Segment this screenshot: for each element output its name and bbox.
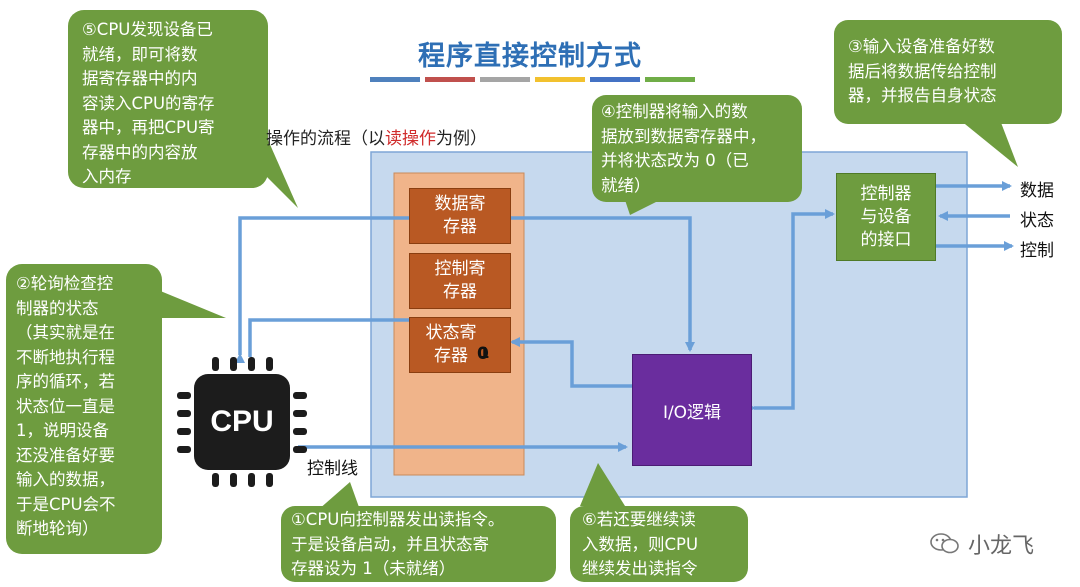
- device-interface: 控制器 与设备 的接口: [836, 173, 936, 261]
- data-register-to-io-line: [502, 213, 695, 352]
- callout-2-tail: [158, 290, 226, 318]
- callout-2-text: ②轮询检查控 制器的状态 （其实就是在 不断地执行程 序的循环，若 状态位一直是…: [16, 274, 116, 538]
- title-bar-5: [590, 77, 640, 82]
- callout-1-tail: [318, 482, 360, 510]
- diagram-title: 程序直接控制方式: [418, 41, 642, 72]
- status-register: 状态寄 存器: [409, 317, 511, 373]
- io-to-status-register-line: [510, 337, 632, 388]
- title-bar-4: [535, 77, 585, 82]
- callout-3-text: ③输入设备准备好数 据后将数据传给控制 器，并报告自身状态: [848, 37, 997, 105]
- callout-4-box: [592, 95, 802, 202]
- control-register: 控制寄 存器: [409, 253, 511, 309]
- subtitle: 操作的流程（以读操作为例）: [266, 129, 487, 149]
- callout-1-text: ①CPU向控制器发出读指令。 于是设备启动，并且状态寄 存器设为 1（未就绪）: [291, 510, 505, 578]
- watermark: 小龙飞: [930, 528, 1034, 560]
- status-register-value: 0: [477, 344, 489, 364]
- chat-bubble-icon: [930, 533, 959, 554]
- callout-3-tail: [960, 120, 1018, 167]
- data-register: 数据寄 存器: [409, 188, 511, 244]
- io-logic-block: I/O逻辑: [632, 354, 752, 466]
- title-bar-1: [370, 77, 420, 82]
- signal-label-control: 控制: [1020, 241, 1054, 261]
- cpu-pins: [177, 357, 307, 487]
- status-register-to-cpu-line: [248, 318, 444, 357]
- callout-1-box: [281, 506, 556, 582]
- cpu-chip: CPU: [194, 374, 290, 470]
- callout-2-box: [6, 264, 162, 554]
- signal-label-status: 状态: [1020, 211, 1054, 231]
- callout-4-tail: [625, 200, 660, 215]
- title-bar-2: [425, 77, 475, 82]
- callout-6-text: ⑥若还要继续读 入数据，则CPU 继续发出读指令: [582, 510, 699, 578]
- callout-6-tail: [580, 463, 625, 506]
- io-to-interface-line: [746, 209, 835, 413]
- callout-5-text: ⑤CPU发现设备已 就绪，即可将数 据寄存器中的内 容读入CPU的寄存 器中，再…: [82, 20, 215, 186]
- control-line-label: 控制线: [307, 459, 358, 479]
- status-register-value-old: 1: [479, 344, 490, 362]
- title-bar-3: [480, 77, 530, 82]
- callout-3-box: [834, 20, 1062, 124]
- signal-label-data: 数据: [1020, 181, 1054, 201]
- callout-4-text: ④控制器将输入的数 据放到数据寄存器中， 并将状态改为 0（已 就绪）: [601, 102, 766, 195]
- callout-6-box: [570, 506, 748, 582]
- subtitle-highlight: 读操作: [385, 129, 436, 149]
- callout-5-box: [68, 10, 268, 188]
- title-bar-6: [645, 77, 695, 82]
